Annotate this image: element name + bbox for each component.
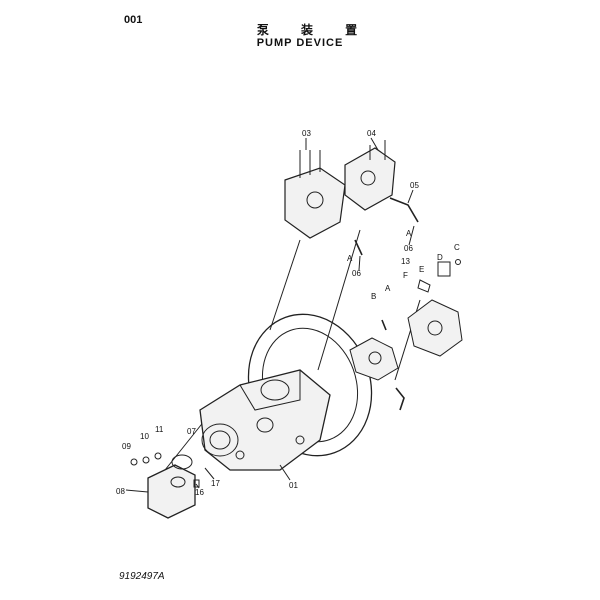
title-chinese: 泵 装 置 — [256, 23, 372, 37]
part-label: 13 — [401, 257, 410, 266]
leader-line — [317, 229, 361, 371]
part-label: 04 — [367, 129, 376, 138]
insert-13 — [417, 279, 431, 293]
part-label: 06 — [352, 269, 361, 278]
letter-label: A — [385, 284, 391, 293]
part-label: 16 — [195, 488, 204, 497]
leader-line — [164, 419, 206, 471]
regulator-04 — [344, 140, 396, 211]
plug — [193, 479, 200, 488]
main-pump-body — [199, 369, 331, 471]
bolt-long — [395, 387, 405, 411]
part-label: 03 — [302, 129, 311, 138]
fitting — [354, 239, 363, 256]
drawing-number: 9192497A — [119, 571, 165, 582]
part-label: 05 — [410, 181, 419, 190]
leader-line — [269, 239, 301, 331]
pipe — [389, 197, 419, 223]
letter-label: E — [419, 265, 424, 274]
title-english: PUMP DEVICE — [256, 37, 344, 49]
part-label: 09 — [122, 442, 131, 451]
coupling-element — [407, 299, 463, 357]
part-label: 08 — [116, 487, 125, 496]
regulator-03 — [284, 150, 346, 239]
part-label: 11 — [155, 425, 164, 434]
part-label: 17 — [211, 479, 220, 488]
letter-label: C — [454, 243, 460, 252]
part-label: 07 — [187, 427, 196, 436]
letter-label: A — [347, 254, 353, 263]
set-screw — [381, 319, 387, 331]
bolt — [130, 458, 138, 466]
part-label: 01 — [289, 481, 298, 490]
letter-label: A — [406, 229, 412, 238]
washer — [154, 452, 162, 460]
coupling-hub — [349, 337, 399, 381]
part-label: 06 — [404, 244, 413, 253]
letter-label: B — [371, 292, 376, 301]
letter-label: F — [403, 271, 408, 280]
o-ring — [171, 454, 193, 470]
insert-block — [437, 261, 451, 277]
pin — [455, 259, 461, 265]
gear-pump — [147, 464, 196, 519]
part-label: 10 — [140, 432, 149, 441]
washer — [142, 456, 150, 464]
page-number: 001 — [124, 14, 143, 26]
letter-label: D — [437, 253, 443, 262]
